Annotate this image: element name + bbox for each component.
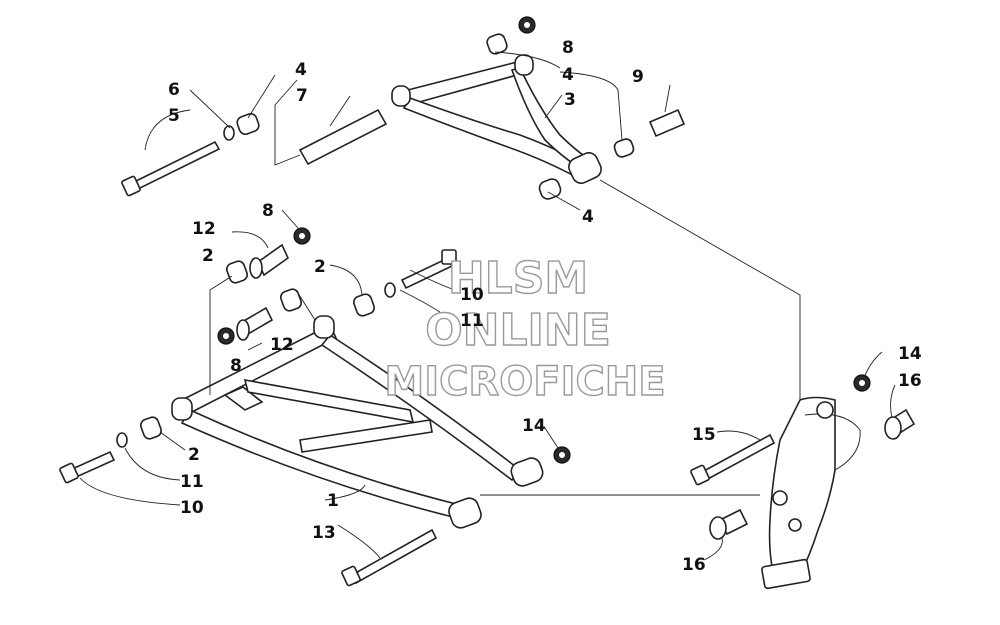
callout-8b: 8 [262, 201, 274, 221]
nut-spindle [853, 374, 871, 392]
callout-14a: 14 [522, 416, 546, 436]
bolt-15 [690, 433, 776, 486]
leader-lines-upper [144, 51, 801, 400]
flanged-bushings [236, 243, 290, 341]
bolts-lower [59, 249, 457, 484]
callout-8a: 8 [562, 38, 574, 58]
pivot-tube [298, 108, 388, 166]
bushings-upper [236, 33, 635, 200]
callout-2a: 2 [202, 246, 214, 266]
callout-14b: 14 [898, 344, 922, 364]
callout-2b: 2 [314, 257, 326, 277]
callout-labels: 1 2 2 2 3 4 4 4 5 6 7 8 8 8 9 10 10 11 1… [168, 38, 922, 575]
callout-10a: 10 [460, 285, 484, 305]
washer-lower-left [116, 432, 128, 448]
callout-11b: 11 [180, 472, 204, 492]
callout-11a: 11 [460, 311, 484, 331]
washer-upper-right [384, 282, 396, 298]
flange-bushing-lower [709, 508, 749, 540]
callout-15: 15 [692, 425, 716, 445]
callout-16a: 16 [898, 371, 922, 391]
callout-5: 5 [168, 106, 180, 126]
callout-1: 1 [327, 491, 339, 511]
callout-4a: 4 [295, 60, 307, 80]
leader-lines-lower [79, 209, 760, 559]
callout-10b: 10 [180, 498, 204, 518]
bolt-13 [341, 528, 438, 587]
callout-13: 13 [312, 523, 336, 543]
callout-2c: 2 [188, 445, 200, 465]
watermark-line2: ONLINE [425, 305, 611, 356]
leader-lines-right [703, 351, 896, 561]
spindle-knuckle [761, 396, 861, 590]
watermark-line3: MICROFICHE [384, 359, 665, 405]
upper-a-arm [391, 54, 602, 184]
bushings-lower [140, 260, 375, 440]
callout-7: 7 [296, 86, 308, 106]
callout-9: 9 [632, 67, 644, 87]
lower-a-arm [171, 315, 544, 529]
flange-bushing-upper [884, 408, 916, 440]
callout-16b: 16 [682, 555, 706, 575]
callout-4c: 4 [582, 207, 594, 227]
watermark-line1: HLSM [448, 253, 588, 304]
callout-12b: 12 [270, 335, 294, 355]
callout-8c: 8 [230, 356, 242, 376]
nuts-lower [217, 227, 571, 464]
callout-12a: 12 [192, 219, 216, 239]
callout-4b: 4 [562, 65, 574, 85]
sleeve [648, 108, 686, 138]
watermark: HLSM ONLINE MICROFICHE [384, 252, 667, 405]
nut-upper [518, 16, 536, 34]
callout-6: 6 [168, 80, 180, 100]
bolt-upper [121, 125, 235, 197]
callout-3: 3 [564, 90, 576, 110]
